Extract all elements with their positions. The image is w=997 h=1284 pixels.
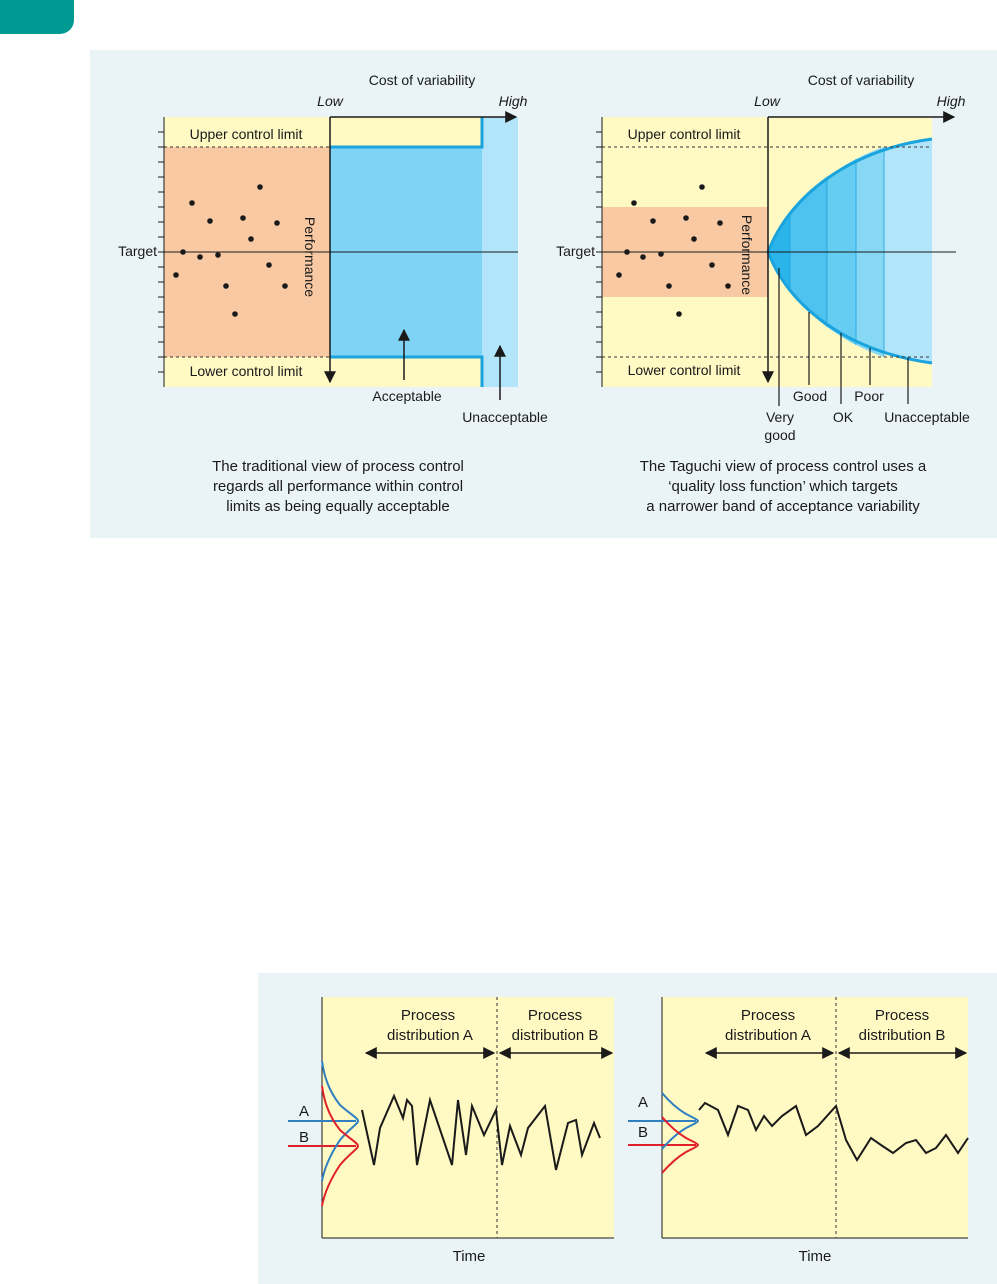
taguchi-low-label: Low [754, 93, 781, 109]
traditional-unacceptable-label: Unacceptable [462, 409, 548, 425]
poor-label: Poor [854, 388, 884, 404]
scatter-point [223, 283, 229, 289]
traditional-upper-label: Upper control limit [190, 126, 303, 142]
traditional-target-label: Target [118, 243, 157, 259]
scatter-point [709, 262, 715, 268]
traditional-performance-label: Performance [302, 217, 318, 297]
taguchi-target-label: Target [556, 243, 595, 259]
traditional-cost-step-line [330, 117, 484, 387]
ok-label: OK [833, 409, 854, 425]
right-proc-b-line-1: Process [875, 1007, 929, 1024]
traditional-high-label: High [499, 93, 528, 109]
scatter-point [683, 215, 689, 221]
left-label-a: A [299, 1103, 309, 1120]
right-proc-b-line-2: distribution B [859, 1027, 946, 1044]
right-label-a: A [638, 1094, 648, 1111]
scatter-point [266, 262, 272, 268]
taguchi-lower-label: Lower control limit [628, 362, 741, 378]
scatter-point [189, 200, 195, 206]
scatter-point [631, 200, 637, 206]
right-proc-a-line-2: distribution A [725, 1027, 811, 1044]
traditional-caption-line-2: regards all performance within control [213, 478, 463, 495]
scatter-point [650, 218, 656, 224]
acceptable-label: Acceptable [372, 388, 441, 404]
dist-a-curve [321, 1060, 360, 1182]
distribution-right-bg [662, 997, 968, 1238]
scatter-point [207, 218, 213, 224]
traditional-lower-label: Lower control limit [190, 363, 303, 379]
scatter-point [257, 184, 263, 190]
traditional-chart: Cost of variability Low High Upper contr… [118, 72, 548, 515]
left-proc-a-line-2: distribution A [387, 1027, 473, 1044]
taguchi-scatter-points [616, 184, 731, 317]
left-proc-b-line-2: distribution B [512, 1027, 599, 1044]
taguchi-high-label: High [937, 93, 966, 109]
scatter-point [232, 311, 238, 317]
scatter-point [197, 254, 203, 260]
scatter-point [282, 283, 288, 289]
scatter-point [173, 272, 179, 278]
dist-b-curve [321, 1085, 360, 1207]
left-label-b: B [299, 1129, 309, 1146]
scatter-point [240, 215, 246, 221]
scatter-point [725, 283, 731, 289]
very-label: Very [766, 409, 794, 425]
scatter-point [640, 254, 646, 260]
scatter-point [666, 283, 672, 289]
traditional-scatter-points [173, 184, 288, 317]
scatter-point [658, 251, 664, 257]
right-time-label: Time [799, 1248, 832, 1265]
left-time-label: Time [453, 1248, 486, 1265]
process-left-line [361, 1093, 601, 1171]
dist-a-curve [661, 1092, 700, 1150]
traditional-caption-line-3: limits as being equally acceptable [226, 498, 449, 515]
traditional-caption-line-1: The traditional view of process control [212, 458, 464, 475]
taguchi-chart: Cost of variability Low High Upper contr… [556, 72, 970, 515]
process-right-line [698, 1101, 969, 1162]
traditional-y-ticks [158, 131, 164, 373]
distribution-chart-right: Process distribution A Process distribut… [628, 997, 969, 1265]
very-good-label: good [764, 427, 795, 443]
good-label: Good [793, 388, 827, 404]
right-label-b: B [638, 1124, 648, 1141]
scatter-point [180, 249, 186, 255]
traditional-cost-title: Cost of variability [369, 72, 476, 88]
distribution-chart-left: Process distribution A Process distribut… [288, 997, 614, 1265]
left-proc-b-line-1: Process [528, 1007, 582, 1024]
taguchi-upper-label: Upper control limit [628, 126, 741, 142]
traditional-low-label: Low [317, 93, 344, 109]
distribution-left-bg [322, 997, 614, 1238]
scatter-point [624, 249, 630, 255]
taguchi-y-ticks [596, 131, 602, 373]
taguchi-unacceptable-label: Unacceptable [884, 409, 970, 425]
taguchi-performance-label: Performance [739, 215, 755, 295]
left-proc-a-line-1: Process [401, 1007, 455, 1024]
scatter-point [274, 220, 280, 226]
dist-b-curve [661, 1116, 700, 1174]
scatter-point [676, 311, 682, 317]
taguchi-caption-line-3: a narrower band of acceptance variabilit… [646, 498, 920, 515]
taguchi-caption-line-1: The Taguchi view of process control uses… [640, 458, 927, 475]
scatter-point [699, 184, 705, 190]
right-proc-a-line-1: Process [741, 1007, 795, 1024]
scatter-point [616, 272, 622, 278]
scatter-point [691, 236, 697, 242]
taguchi-caption-line-2: ‘quality loss function’ which targets [668, 478, 898, 495]
taguchi-cost-title: Cost of variability [808, 72, 915, 88]
scatter-point [215, 252, 221, 258]
scatter-point [248, 236, 254, 242]
scatter-point [717, 220, 723, 226]
section-tab [0, 0, 74, 34]
